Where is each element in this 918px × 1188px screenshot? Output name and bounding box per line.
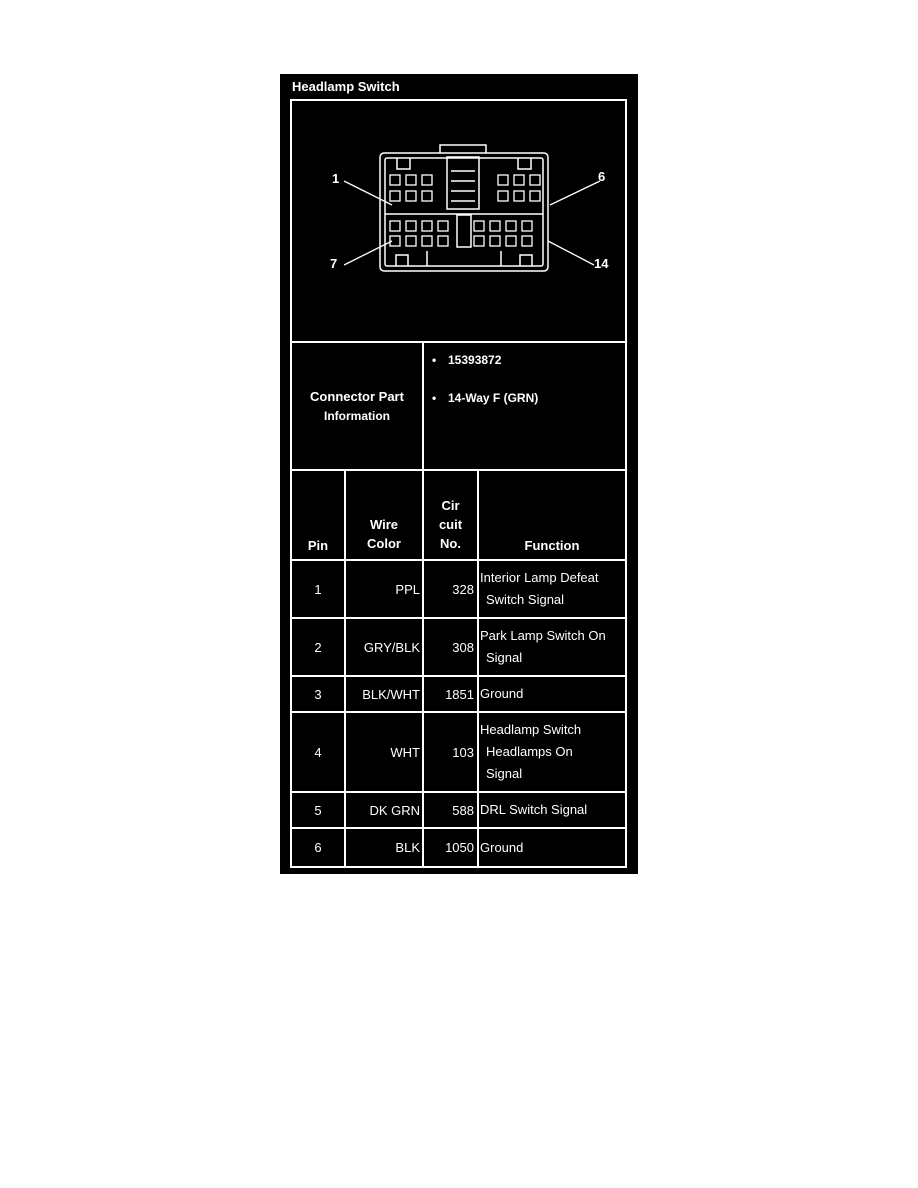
connector-diagram: 1 6 7 14 [292, 101, 625, 343]
cavity [421, 220, 433, 232]
header-circ-line2: cuit [438, 517, 463, 532]
circuit-cell: 328 [422, 559, 479, 619]
function-line: Ground [480, 686, 524, 701]
pin-label-1: 1 [332, 171, 340, 186]
connector-type-item: • 14-Way F (GRN) [432, 391, 538, 405]
pin-cell: 2 [292, 617, 346, 677]
cavity [437, 235, 449, 247]
cavity [389, 220, 401, 232]
header-function: Function [477, 471, 625, 561]
function-line: Park Lamp Switch On [480, 628, 606, 643]
wire-color-cell: BLK/WHT [344, 675, 424, 713]
wire-color-cell: PPL [344, 559, 424, 619]
function-line: Signal [486, 766, 523, 781]
circuit-cell: 588 [422, 791, 479, 829]
function-line: Headlamps On [486, 744, 573, 759]
function-line: DRL Switch Signal [480, 802, 588, 817]
wire-color-cell: GRY/BLK [344, 617, 424, 677]
cavity [421, 190, 433, 202]
circuit-cell: 1851 [422, 675, 479, 713]
cavity [489, 235, 501, 247]
function-cell: Ground [477, 827, 625, 866]
cavity [489, 220, 501, 232]
cavity [505, 235, 517, 247]
cavity [473, 235, 485, 247]
circuit-cell: 103 [422, 711, 479, 793]
connector-panel: Headlamp Switch [280, 74, 638, 874]
wire-color-cell: WHT [344, 711, 424, 793]
circuit-cell: 1050 [422, 827, 479, 866]
cavity [521, 235, 533, 247]
function-cell: DRL Switch Signal [477, 791, 625, 829]
pin-cell: 3 [292, 675, 346, 713]
function-line: Ground [480, 839, 524, 855]
pin-label-7: 7 [330, 256, 338, 271]
cavity [513, 190, 525, 202]
function-line: Interior Lamp Defeat [480, 570, 599, 585]
part-number: 15393872 [448, 353, 502, 367]
circuit-cell: 308 [422, 617, 479, 677]
pin-cell: 4 [292, 711, 346, 793]
connector-type: 14-Way F (GRN) [448, 391, 539, 405]
info-label-cell: Connector Part Information [292, 343, 424, 469]
header-wire-color: Wire Color [344, 471, 424, 561]
cavity [497, 190, 509, 202]
cavity [505, 220, 517, 232]
panel-title: Headlamp Switch [292, 79, 400, 94]
info-title: Connector Part [310, 389, 404, 404]
connector-part-info: Connector Part Information • 15393872 • 14… [292, 343, 625, 471]
info-subtitle: Information [324, 409, 390, 423]
cavity [421, 235, 433, 247]
cavity [521, 220, 533, 232]
function-cell: Park Lamp Switch On Signal [477, 617, 625, 677]
cavity [405, 190, 417, 202]
pin-cell: 5 [292, 791, 346, 829]
cavity [437, 220, 449, 232]
pin-cell: 6 [292, 827, 346, 866]
pin-cell: 1 [292, 559, 346, 619]
connector-face-drawing [343, 144, 601, 272]
pin-label-6: 6 [598, 169, 606, 184]
cavity [389, 174, 401, 186]
header-wire-line2: Color [367, 536, 401, 551]
bullet-icon: • [432, 391, 437, 405]
cavity [529, 190, 541, 202]
cavity [389, 190, 401, 202]
cavity [405, 235, 417, 247]
bullet-icon: • [432, 353, 437, 367]
pin-label-14: 14 [594, 256, 609, 271]
wire-color-cell: DK GRN [344, 791, 424, 829]
header-wire-line1: Wire [369, 517, 399, 532]
cavity [513, 174, 525, 186]
cavity [473, 220, 485, 232]
cavity [405, 174, 417, 186]
cavity [529, 174, 541, 186]
header-pin: Pin [292, 471, 346, 561]
part-number-item: • 15393872 [432, 353, 501, 367]
function-line: Switch Signal [486, 592, 565, 607]
table-header-row: Pin Wire Color Cir cuit No. Function [292, 471, 625, 561]
panel-frame: 1 6 7 14 Connector Part Information •153… [290, 99, 627, 868]
cavity [421, 174, 433, 186]
cavity [497, 174, 509, 186]
header-circ-line3: No. [440, 536, 461, 551]
header-circ-line1: Cir [441, 498, 460, 513]
function-line: Signal [486, 650, 523, 665]
header-circuit-no: Cir cuit No. [422, 471, 479, 561]
cavity [389, 235, 401, 247]
wire-color-cell: BLK [344, 827, 424, 866]
cavity [405, 220, 417, 232]
function-line: Headlamp Switch [480, 722, 582, 737]
function-cell: Ground [477, 675, 625, 713]
